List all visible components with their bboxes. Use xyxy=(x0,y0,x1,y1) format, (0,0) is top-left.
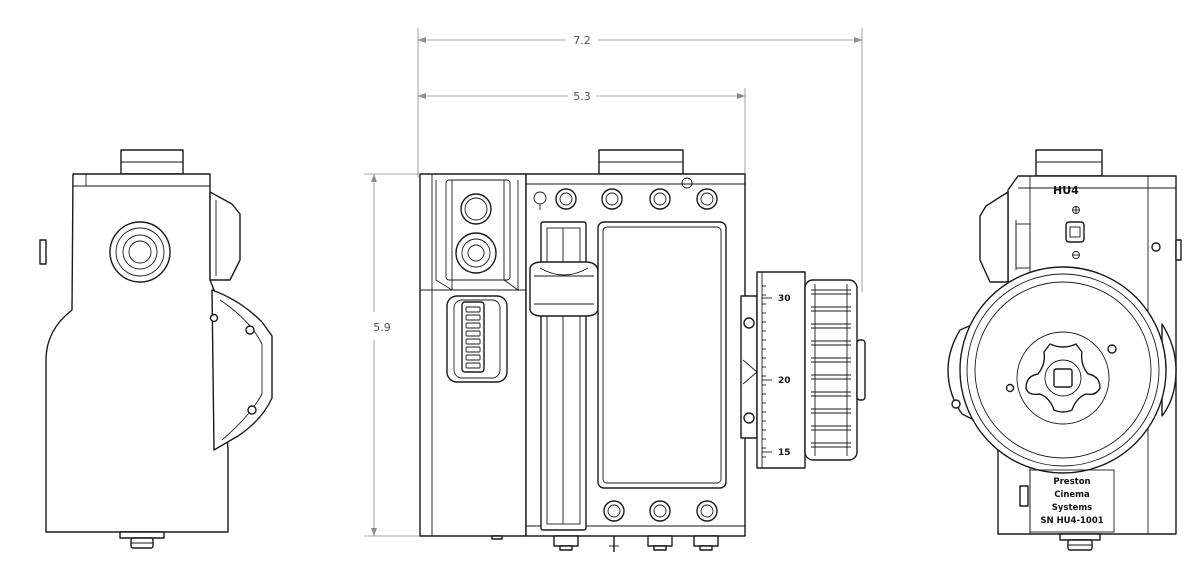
label-line: Cinema xyxy=(1054,490,1090,500)
bottom-tab xyxy=(491,535,503,540)
usb-port xyxy=(1065,221,1085,243)
focus-scale-mark: 20 xyxy=(778,376,791,386)
upper-side-wing xyxy=(979,191,1009,283)
screw-icon xyxy=(743,317,755,329)
knob-hub xyxy=(1016,331,1110,425)
left-side-view xyxy=(39,149,273,549)
screw-icon xyxy=(649,188,671,210)
top-mount-nub xyxy=(1035,149,1103,177)
screw-icon xyxy=(649,500,671,522)
serial-label-plate xyxy=(1029,469,1115,533)
slider-knob xyxy=(529,261,599,317)
knob-end-cap xyxy=(856,339,866,401)
bottom-connector xyxy=(693,535,719,547)
upper-button xyxy=(460,193,492,225)
model-badge: HU4 xyxy=(1053,184,1079,197)
bottom-foot xyxy=(1059,533,1101,541)
side-tab xyxy=(39,239,47,265)
label-line: Preston xyxy=(1053,477,1090,487)
side-tab xyxy=(1019,485,1029,507)
screw-icon xyxy=(1005,383,1015,393)
screw-icon xyxy=(696,188,718,210)
connector-port xyxy=(109,221,171,283)
indicator-light xyxy=(681,177,693,189)
screw-icon xyxy=(247,405,257,415)
thumb-wheel xyxy=(461,301,485,373)
display-window xyxy=(597,221,727,489)
screw-icon xyxy=(743,412,755,424)
screw-icon xyxy=(209,313,219,323)
side-tab xyxy=(1175,239,1182,261)
label-line: SN HU4-1001 xyxy=(1040,516,1103,526)
bottom-connector xyxy=(553,535,579,547)
upper-side-wing xyxy=(209,191,241,281)
bottom-connector xyxy=(647,535,673,547)
bottom-connector xyxy=(699,545,713,551)
screw-icon xyxy=(951,399,961,409)
right-end-view: HU4 Preston Cinema Systems SN HU4-1001 xyxy=(947,149,1182,551)
screw-icon xyxy=(1107,344,1117,354)
bottom-foot xyxy=(119,531,165,539)
body-width-dimension: 5.3 xyxy=(573,90,591,103)
knob-side-lobe xyxy=(1161,323,1177,417)
hub-center-socket xyxy=(1053,368,1073,388)
bottom-connector xyxy=(559,545,573,551)
focus-scale-mark: 15 xyxy=(778,448,791,458)
screw-icon xyxy=(603,500,625,522)
screw-icon xyxy=(696,500,718,522)
height-dimension: 5.9 xyxy=(373,321,391,334)
screw-icon xyxy=(555,188,577,210)
screw-icon xyxy=(1151,242,1161,252)
screw-icon xyxy=(1072,251,1080,259)
screw-icon xyxy=(1072,206,1080,214)
label-line: Systems xyxy=(1052,503,1092,513)
dimension-lines: 7.2 5.3 5.9 xyxy=(364,28,863,537)
screw-icon xyxy=(601,188,623,210)
overall-width-dimension: 7.2 xyxy=(573,34,591,47)
focus-scale-mark: 30 xyxy=(778,294,791,304)
focus-knob-side xyxy=(211,289,273,451)
front-view: 30 20 15 xyxy=(419,149,866,552)
bottom-connector xyxy=(653,545,667,551)
screw-icon xyxy=(245,325,255,335)
